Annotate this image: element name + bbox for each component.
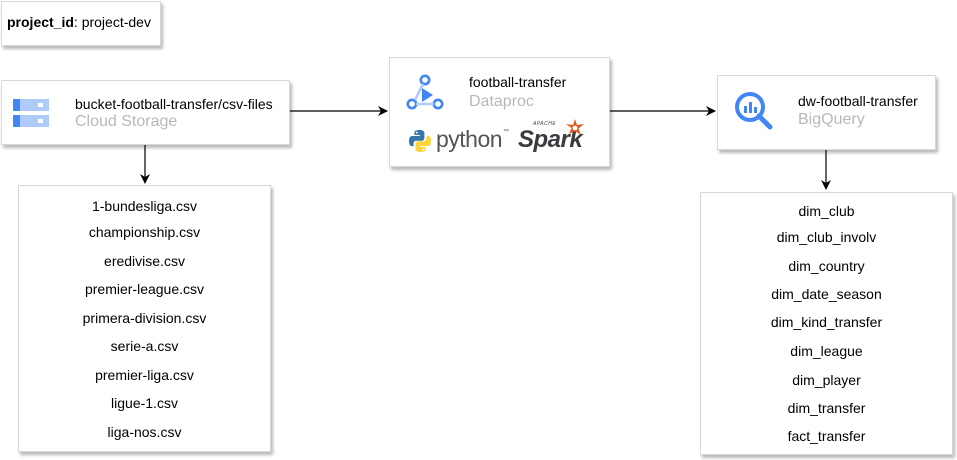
list-item: 1-bundesliga.csv xyxy=(91,198,198,214)
storage-service: Cloud Storage xyxy=(75,113,178,130)
list-item: primera-division.csv xyxy=(82,310,207,326)
list-item: fact_transfer xyxy=(787,428,866,444)
bigquery-node: dw-football-transfer BigQuery xyxy=(717,75,936,150)
project-id-value: project-dev xyxy=(81,14,151,30)
list-item: dim_kind_transfer xyxy=(770,314,883,330)
dataproc-icon xyxy=(406,74,444,110)
list-item: dim_club xyxy=(798,203,855,219)
spark-star-icon xyxy=(566,119,584,135)
list-item: dim_player xyxy=(792,372,861,388)
list-item: ligue-1.csv xyxy=(111,395,178,411)
list-item: dim_club_involv xyxy=(776,229,877,245)
list-item: dim_transfer xyxy=(787,400,866,416)
storage-title: bucket-football-transfer/csv-files xyxy=(75,96,273,112)
python-tm: ™ xyxy=(503,129,509,135)
cloud-storage-node: bucket-football-transfer/csv-files Cloud… xyxy=(1,80,290,145)
spark-apache-label: APACHE xyxy=(533,121,557,127)
bigquery-service: BigQuery xyxy=(798,111,865,128)
list-item: premier-liga.csv xyxy=(95,367,194,383)
dataproc-node: football-transfer Dataproc python ™ APAC… xyxy=(389,57,610,167)
csv-files-list: 1-bundesliga.csv championship.csv erediv… xyxy=(18,185,271,452)
list-item: dim_league xyxy=(790,343,863,359)
list-item: dim_date_season xyxy=(771,286,882,302)
project-id-separator: : xyxy=(73,14,82,30)
list-item: eredivise.csv xyxy=(104,253,185,269)
list-item: championship.csv xyxy=(88,224,201,240)
bigquery-tables-list: dim_club dim_club_involv dim_country dim… xyxy=(700,192,953,455)
list-item: dim_country xyxy=(788,258,865,274)
bigquery-title: dw-football-transfer xyxy=(798,93,918,109)
list-item: liga-nos.csv xyxy=(107,424,182,440)
list-item: premier-league.csv xyxy=(84,281,205,297)
project-id-box: project_id: project-dev xyxy=(1,1,161,46)
bigquery-icon xyxy=(735,92,773,130)
project-id-key: project_id xyxy=(7,14,74,30)
dataproc-service: Dataproc xyxy=(469,93,534,110)
dataproc-title: football-transfer xyxy=(469,74,567,90)
list-item: serie-a.csv xyxy=(110,338,179,354)
python-label: python xyxy=(436,126,503,152)
python-logo-icon xyxy=(409,130,431,152)
cloud-storage-icon xyxy=(13,99,49,127)
